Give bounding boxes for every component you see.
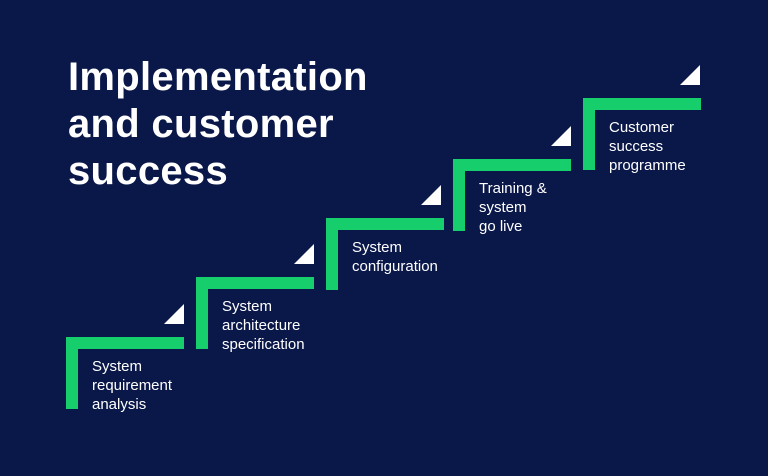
- step-label: System requirement analysis: [92, 357, 172, 414]
- step-label-line: configuration: [352, 258, 438, 275]
- step-bar-horizontal: [583, 98, 701, 110]
- step-bar-vertical: [583, 98, 595, 170]
- step-label-line: go live: [479, 218, 523, 235]
- step-label-line: programme: [609, 157, 686, 174]
- step-bar-vertical: [453, 159, 465, 231]
- step-label: System configuration: [352, 238, 438, 276]
- triangle-icon: [680, 65, 700, 85]
- step-label-line: Customer: [609, 119, 675, 136]
- step-label-line: Training &: [479, 180, 547, 197]
- step-label: System architecture specification: [222, 297, 305, 354]
- title-line-1: Implementation: [68, 55, 368, 99]
- step-bar-horizontal: [66, 337, 184, 349]
- step-bar-horizontal: [453, 159, 571, 171]
- step-label-line: specification: [222, 336, 305, 353]
- step-label-line: System: [92, 358, 143, 375]
- triangle-icon: [551, 126, 571, 146]
- title-line-3: success: [68, 149, 229, 193]
- step-label-line: success: [609, 138, 664, 155]
- step-bar-vertical: [326, 218, 338, 290]
- step-bar-horizontal: [326, 218, 444, 230]
- step-label: Customer success programme: [609, 118, 686, 175]
- step-bar-horizontal: [196, 277, 314, 289]
- step-label-line: requirement: [92, 377, 173, 394]
- step-label-line: architecture: [222, 317, 301, 334]
- step-label-line: analysis: [92, 396, 147, 413]
- step-bar-vertical: [66, 337, 78, 409]
- step-label-line: system: [479, 199, 527, 216]
- title-line-2: and customer: [68, 102, 334, 146]
- triangle-icon: [294, 244, 314, 264]
- step-label-line: System: [222, 298, 273, 315]
- step-label-line: System: [352, 239, 403, 256]
- triangle-icon: [421, 185, 441, 205]
- triangle-icon: [164, 304, 184, 324]
- page-title: Implementation and customer success: [68, 54, 368, 195]
- step-label: Training & system go live: [479, 179, 547, 236]
- step-bar-vertical: [196, 277, 208, 349]
